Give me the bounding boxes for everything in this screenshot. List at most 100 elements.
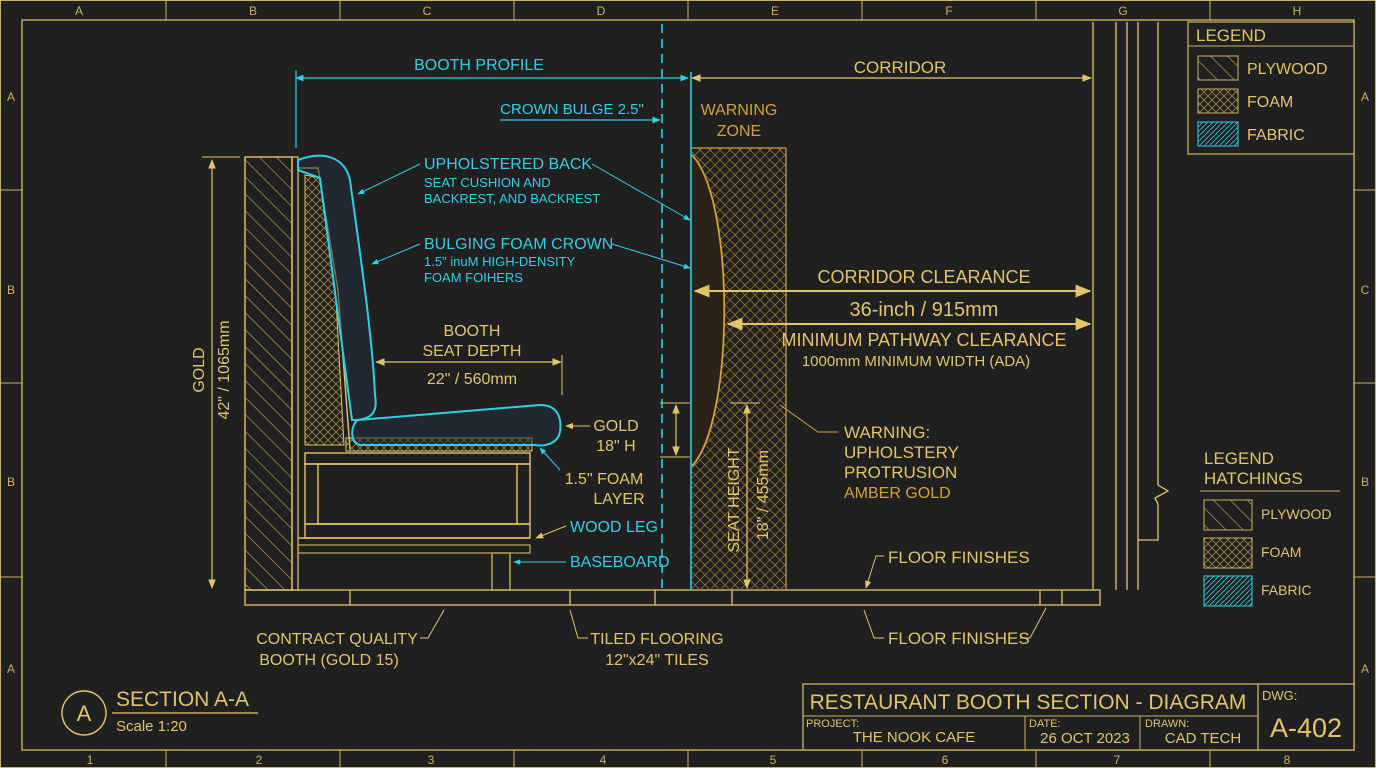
corridor-wall (1092, 22, 1170, 590)
corridor-clearance-label: CORRIDOR CLEARANCE (817, 267, 1030, 287)
grid-number-label: 6 (942, 753, 949, 767)
bulging-foam-label: BULGING FOAM CROWN (424, 236, 613, 253)
legend-title: LEGEND (1196, 26, 1266, 45)
title-block: RESTAURANT BOOTH SECTION - DIAGRAM DWG: … (802, 683, 1355, 751)
warning-label: UPHOLSTERY (844, 443, 959, 462)
wood-leg-label: WOOD LEG (570, 519, 658, 536)
tiled-flooring-label: 12"x24" TILES (605, 652, 709, 669)
grid-row-label: A (7, 662, 15, 676)
legend-hatchings-title: LEGEND (1204, 449, 1274, 468)
hatch-swatch-fabric (1203, 575, 1253, 607)
legend-swatch-foam (1197, 88, 1239, 114)
foam-layer-callout: 1.5" FOAM LAYER (539, 447, 645, 508)
warning-label: PROTRUSION (844, 463, 957, 482)
warning-zone-label: WARNING (701, 102, 778, 119)
grid-row-label: B (1361, 475, 1369, 489)
height-gold-label: GOLD (191, 347, 208, 392)
grid-number-label: 5 (770, 753, 777, 767)
project-value: THE NOOK CAFE (853, 729, 976, 746)
seat-depth-label: BOOTH (444, 323, 501, 340)
grid-row-label: A (7, 90, 15, 104)
warning-label: WARNING: (844, 423, 930, 442)
legend-hatchings-title: HATCHINGS (1204, 469, 1303, 488)
grid-row-label: A (1361, 662, 1369, 676)
grid-row-label: B (7, 283, 15, 297)
upholstered-back-note: SEAT CUSHION AND (424, 175, 551, 190)
upholstered-back-callout: UPHOLSTERED BACK SEAT CUSHION AND BACKRE… (357, 156, 691, 221)
dwg-label: DWG: (1262, 688, 1297, 703)
floor-finishes-label: FLOOR FINISHES (888, 629, 1030, 648)
bulging-foam-callout: BULGING FOAM CROWN 1.5" inuM HIGH-DENSIT… (371, 236, 691, 285)
hatch-swatch-foam (1203, 537, 1253, 569)
baseboard-label: BASEBOARD (570, 554, 670, 571)
crown-bulge-label: CROWN BULGE 2.5" (500, 101, 644, 118)
seat-depth-dimension: BOOTH SEAT DEPTH 22" / 560mm (375, 323, 563, 395)
title-block-title: RESTAURANT BOOTH SECTION - DIAGRAM (810, 691, 1247, 714)
grid-number-label: 7 (1114, 753, 1121, 767)
min-pathway-label: MINIMUM PATHWAY CLEARANCE (781, 330, 1066, 350)
grid-col-label: H (1293, 4, 1302, 18)
contract-quality-callout: CONTRACT QUALITY BOOTH (GOLD 15) (256, 609, 445, 669)
grid-number-label: 3 (428, 753, 435, 767)
seat-depth-label: SEAT DEPTH (423, 343, 522, 360)
grid-col-label: G (1118, 4, 1127, 18)
grid-labels: A B C D E F G H A B B A A C B A 1 2 3 4 … (7, 4, 1370, 767)
corridor-clearance-value: 36-inch / 915mm (850, 299, 999, 321)
legend-item-label: PLYWOOD (1247, 61, 1328, 78)
corridor-dimension: CORRIDOR (691, 58, 1092, 82)
floor-slab (244, 589, 1101, 606)
corridor-clearance-dimension: CORRIDOR CLEARANCE 36-inch / 915mm MINIM… (693, 267, 1092, 370)
drawn-label: DRAWN: (1145, 718, 1189, 730)
grid-col-label: D (597, 4, 606, 18)
hatch-item-label: PLYWOOD (1261, 506, 1332, 522)
grid-col-label: C (423, 4, 432, 18)
floor-finishes-callout-bottom: FLOOR FINISHES (863, 607, 1047, 648)
bulging-foam-note: 1.5" inuM HIGH-DENSITY (424, 254, 576, 269)
seat-height-dimension: SEAT HEIGHT 18" / 455mm (726, 402, 772, 589)
date-label: DATE: (1029, 718, 1061, 730)
gold-h-label: GOLD (593, 418, 638, 435)
contract-quality-label: BOOTH (GOLD 15) (259, 652, 399, 669)
dwg-number: A-402 (1270, 713, 1342, 743)
warning-zone: WARNING ZONE (691, 102, 787, 590)
overall-height-dimension: GOLD 42" / 1065mm (191, 156, 240, 589)
seat-depth-dimension-value: 22" / 560mm (427, 371, 517, 388)
grid-col-label: F (945, 4, 952, 18)
section-title: SECTION A-A (116, 688, 249, 711)
date-value: 26 OCT 2023 (1040, 730, 1130, 747)
grid-number-label: 2 (256, 753, 263, 767)
grid-col-label: E (771, 4, 779, 18)
legend-item-label: FOAM (1247, 94, 1293, 111)
grid-row-label: C (1361, 283, 1370, 297)
contract-quality-label: CONTRACT QUALITY (256, 631, 418, 648)
seat-height-value: 18" / 455mm (755, 450, 772, 540)
hatch-item-label: FOAM (1261, 544, 1301, 560)
foam-layer-label: 1.5" FOAM (565, 471, 644, 488)
upholstered-back-note: BACKREST, AND BACKREST (424, 191, 600, 206)
baseboard-callout: BASEBOARD (513, 554, 670, 571)
grid-col-label: A (75, 4, 83, 18)
bulging-foam-note: FOAM FOIHERS (424, 270, 523, 285)
legend-hatchings: LEGEND HATCHINGS PLYWOOD FOAM FABRIC (1200, 449, 1340, 607)
upholstered-back-label: UPHOLSTERED BACK (424, 156, 592, 173)
hatch-swatch-plywood (1203, 499, 1253, 531)
section-scale: Scale 1:20 (116, 718, 187, 735)
tiled-flooring-label: TILED FLOORING (590, 631, 723, 648)
height-dimension-label: 42" / 1065mm (216, 320, 233, 419)
tiled-flooring-callout: TILED FLOORING 12"x24" TILES (569, 609, 724, 669)
legend-item-label: FABRIC (1247, 127, 1305, 144)
drawn-value: CAD TECH (1165, 730, 1241, 747)
wood-leg-callout: WOOD LEG (535, 519, 658, 539)
booth-upholstery (297, 154, 562, 447)
foam-layer-label: LAYER (593, 491, 644, 508)
grid-number-label: 8 (1284, 753, 1291, 767)
seat-height-label: SEAT HEIGHT (726, 447, 743, 552)
legend-top: LEGEND PLYWOOD FOAM FABRIC (1187, 21, 1355, 155)
booth-profile-dimension: BOOTH PROFILE CROWN BULGE 2.5" (295, 57, 689, 148)
booth-back-wall (244, 156, 299, 591)
gold-height-callout: GOLD 18" H (565, 402, 690, 458)
warning-color-note: AMBER GOLD (844, 485, 951, 502)
floor-finishes-callout-top: FLOOR FINISHES (865, 548, 1030, 589)
